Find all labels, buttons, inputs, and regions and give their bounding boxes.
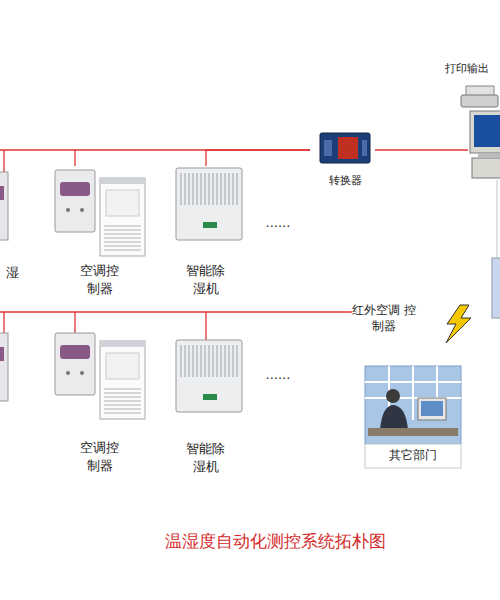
department-picture: 其它部门 (361, 366, 465, 463)
converter: 转换器 (310, 130, 380, 189)
node-label: 空调控 制器 (79, 439, 122, 474)
printer: 打印输出 (432, 62, 500, 105)
node-label: 打印输出 (432, 62, 500, 77)
node-label: 智能除 湿机 (185, 262, 228, 297)
ac-controller: 空调控 制器 (50, 329, 150, 474)
node-label: 转换器 (310, 174, 380, 189)
ellipsis: ...... (258, 214, 298, 232)
node-label: 空调控 制器 (79, 262, 122, 297)
device-label: 红外空调 控制器 (352, 302, 416, 334)
ellipsis: ...... (258, 366, 298, 384)
ac-controller: 空调控 制器 (50, 166, 150, 297)
dehumidifier: 智能除 湿机 (168, 166, 244, 297)
diagram-caption: 温湿度自动化测控系统拓朴图 (60, 530, 490, 553)
dehumidifier: 智能除 湿机 (168, 336, 244, 475)
bus-connector (206, 150, 310, 166)
node-label: 智能除 湿机 (185, 440, 228, 475)
bus-connector (75, 150, 310, 166)
cut-label: 湿 (2, 264, 22, 282)
node-label: 其它部门 (361, 447, 465, 463)
